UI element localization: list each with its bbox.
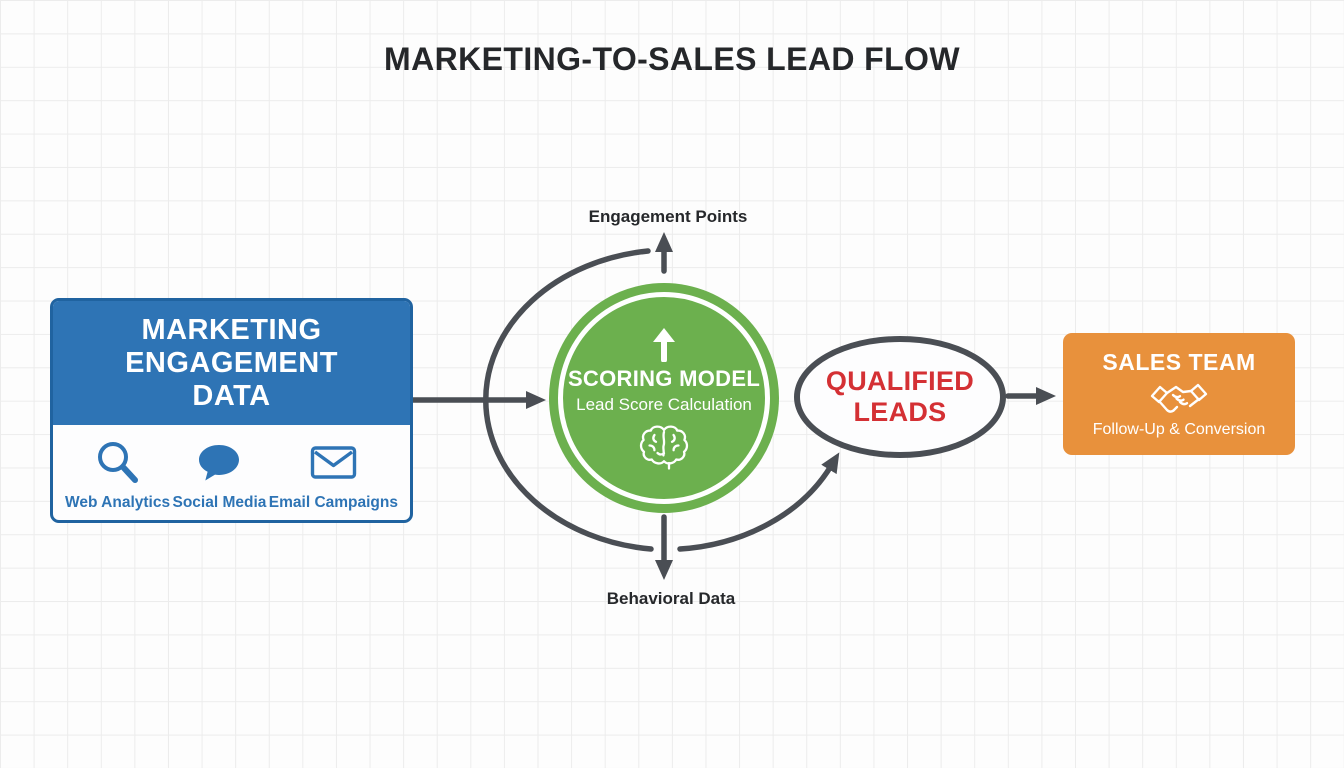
channel-label: Social Media bbox=[172, 494, 267, 511]
marketing-channels: Web Analytics Social Media Email Camp bbox=[53, 425, 410, 520]
speech-bubble-icon bbox=[195, 436, 243, 490]
sales-team-title: SALES TEAM bbox=[1102, 349, 1256, 375]
scoring-model-subtitle: Lead Score Calculation bbox=[576, 394, 752, 414]
channel-social-media: Social Media bbox=[172, 431, 266, 512]
scoring-model-title: SCORING MODEL bbox=[567, 365, 761, 391]
qualified-leads-node: QUALIFIED LEADS bbox=[794, 336, 1006, 458]
orbit-arrow-to-qualified-leads bbox=[677, 452, 840, 552]
search-icon bbox=[94, 436, 142, 490]
envelope-icon bbox=[310, 436, 357, 490]
behavioral-data-label: Behavioral Data bbox=[606, 589, 736, 608]
channel-web-analytics: Web Analytics bbox=[65, 431, 170, 512]
qualified-leads-title: QUALIFIED LEADS bbox=[825, 366, 975, 427]
up-arrow-icon bbox=[644, 326, 684, 362]
sales-team-subtitle: Follow-Up & Conversion bbox=[1092, 421, 1266, 438]
page-title: MARKETING-TO-SALES LEAD FLOW bbox=[384, 41, 960, 77]
marketing-engagement-data-node: MARKETING ENGAGEMENT DATA Web Analytics bbox=[50, 298, 413, 523]
engagement-points-label: Engagement Points bbox=[588, 207, 748, 226]
channel-email-campaigns: Email Campaigns bbox=[269, 431, 398, 512]
marketing-box-header: MARKETING ENGAGEMENT DATA bbox=[53, 301, 410, 425]
brain-icon bbox=[639, 423, 689, 471]
marketing-box-title: MARKETING ENGAGEMENT DATA bbox=[125, 313, 338, 412]
channel-label: Web Analytics bbox=[65, 494, 171, 511]
scoring-model-node: SCORING MODEL Lead Score Calculation bbox=[549, 283, 779, 513]
sales-team-node: SALES TEAM Follow-Up & Conversion bbox=[1063, 333, 1295, 455]
channel-label: Email Campaigns bbox=[268, 494, 398, 511]
handshake-icon bbox=[1150, 376, 1208, 419]
